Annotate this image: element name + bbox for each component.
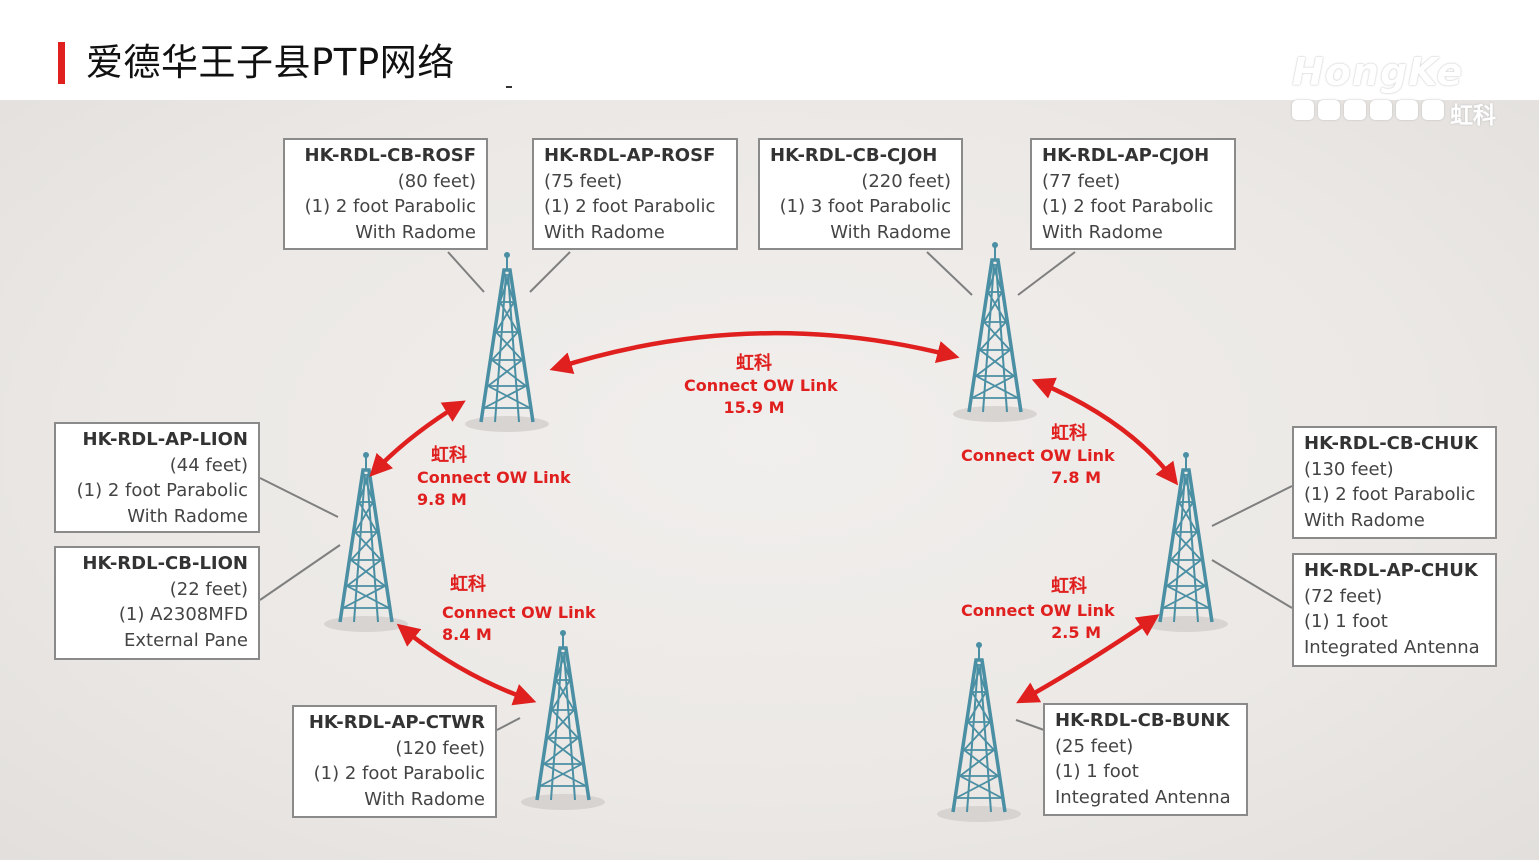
page-title: 爱德华王子县PTP网络 xyxy=(86,41,455,84)
device-name: HK-RDL-AP-LION xyxy=(82,429,248,450)
link-arrows xyxy=(369,330,1179,706)
tower-bunk xyxy=(935,640,1023,824)
device-box-cb-chuk: HK-RDL-CB-CHUK (130 feet) (1) 2 foot Par… xyxy=(1292,426,1497,539)
device-height: (77 feet) xyxy=(1042,170,1121,192)
arrow-top xyxy=(549,330,960,374)
link-distance: 7.8 M xyxy=(1051,468,1101,487)
device-name: HK-RDL-AP-CTWR xyxy=(308,712,485,733)
device-antenna: (1) 1 foot xyxy=(1304,611,1388,632)
device-extra: External Pane xyxy=(124,629,248,651)
device-antenna: (1) 2 foot Parabolic xyxy=(313,763,485,784)
device-height: (130 feet) xyxy=(1304,458,1394,480)
link-label-left-lower: 虹科 Connect OW Link 8.4 M xyxy=(442,574,596,646)
link-text: Connect OW Link xyxy=(442,603,596,622)
device-name: HK-RDL-CB-CHUK xyxy=(1304,433,1478,454)
logo-wordmark: HongKe xyxy=(1292,50,1464,94)
device-height: (44 feet) xyxy=(169,454,248,476)
connector-lines xyxy=(259,251,1293,731)
device-height: (220 feet) xyxy=(861,170,951,192)
device-box-ap-chuk: HK-RDL-AP-CHUK (72 feet) (1) 1 foot Inte… xyxy=(1292,553,1497,667)
device-height: (25 feet) xyxy=(1055,735,1134,757)
link-brand: 虹科 xyxy=(450,574,486,595)
device-antenna: (1) 1 foot xyxy=(1055,761,1139,782)
link-text: Connect OW Link xyxy=(961,601,1115,620)
link-text: Connect OW Link xyxy=(684,376,838,395)
link-distance: 15.9 M xyxy=(723,398,785,417)
device-box-ap-ctwr: HK-RDL-AP-CTWR (120 feet) (1) 2 foot Par… xyxy=(292,705,497,818)
device-box-cb-lion: HK-RDL-CB-LION (22 feet) (1) A2308MFD Ex… xyxy=(54,546,260,660)
device-box-cb-cjoh: HK-RDL-CB-CJOH (220 feet) (1) 3 foot Par… xyxy=(758,138,963,250)
link-brand: 虹科 xyxy=(431,445,467,466)
device-antenna: (1) 2 foot Parabolic xyxy=(1042,196,1214,217)
tower-lion xyxy=(322,450,410,634)
hongke-logo: HongKe 虹科 xyxy=(1290,50,1505,129)
device-name: HK-RDL-AP-CJOH xyxy=(1042,145,1210,166)
device-antenna: (1) 2 foot Parabolic xyxy=(544,196,716,217)
device-box-cb-rosf: HK-RDL-CB-ROSF (80 feet) (1) 2 foot Para… xyxy=(283,138,488,250)
device-name: HK-RDL-CB-LION xyxy=(82,553,248,574)
device-antenna: (1) 2 foot Parabolic xyxy=(304,196,476,217)
link-text: Connect OW Link xyxy=(417,468,571,487)
device-height: (120 feet) xyxy=(395,737,485,759)
link-brand: 虹科 xyxy=(1051,576,1087,597)
device-name: HK-RDL-CB-CJOH xyxy=(770,145,938,166)
device-extra: With Radome xyxy=(127,505,248,527)
tower-chuk xyxy=(1142,450,1230,634)
link-distance: 2.5 M xyxy=(1051,623,1101,642)
device-box-ap-rosf: HK-RDL-AP-ROSF (75 feet) (1) 2 foot Para… xyxy=(532,138,738,250)
link-label-right-upper: 虹科 Connect OW Link 7.8 M xyxy=(961,423,1115,489)
link-brand: 虹科 xyxy=(1051,423,1087,444)
device-extra: With Radome xyxy=(364,788,485,810)
link-text: Connect OW Link xyxy=(961,446,1115,465)
link-label-left-upper: 虹科 Connect OW Link 9.8 M xyxy=(417,445,571,511)
logo-cn: 虹科 xyxy=(1450,103,1496,129)
device-antenna: (1) 2 foot Parabolic xyxy=(1304,484,1476,505)
tower-cjoh xyxy=(951,240,1039,424)
tower-ctwr xyxy=(519,628,607,812)
device-name: HK-RDL-CB-BUNK xyxy=(1055,710,1230,731)
device-extra: With Radome xyxy=(830,221,951,243)
device-name: HK-RDL-CB-ROSF xyxy=(304,145,476,166)
device-antenna: (1) 2 foot Parabolic xyxy=(76,480,248,501)
device-name: HK-RDL-AP-ROSF xyxy=(544,145,716,166)
arrow-right-lower xyxy=(1016,614,1160,704)
device-height: (22 feet) xyxy=(169,578,248,600)
arrow-left-lower xyxy=(396,623,537,706)
link-label-right-lower: 虹科 Connect OW Link 2.5 M xyxy=(961,576,1115,644)
device-height: (80 feet) xyxy=(397,170,476,192)
tower-rosf xyxy=(463,250,551,434)
link-distance: 8.4 M xyxy=(442,625,492,644)
device-name: HK-RDL-AP-CHUK xyxy=(1304,560,1478,581)
device-height: (72 feet) xyxy=(1304,585,1383,607)
arrow-right-upper xyxy=(1031,377,1179,486)
device-box-ap-cjoh: HK-RDL-AP-CJOH (77 feet) (1) 2 foot Para… xyxy=(1030,138,1236,250)
title-accent-bar xyxy=(58,42,65,84)
device-box-ap-lion: HK-RDL-AP-LION (44 feet) (1) 2 foot Para… xyxy=(54,422,260,533)
device-extra: Integrated Antenna xyxy=(1055,786,1231,808)
decorative-dash xyxy=(506,86,512,88)
device-antenna: (1) A2308MFD xyxy=(118,604,248,625)
device-extra: With Radome xyxy=(544,221,665,243)
device-height: (75 feet) xyxy=(544,170,623,192)
link-label-top: 虹科 Connect OW Link 15.9 M xyxy=(684,353,838,419)
link-distance: 9.8 M xyxy=(417,490,467,509)
device-extra: With Radome xyxy=(1304,509,1425,531)
device-extra: Integrated Antenna xyxy=(1304,636,1480,658)
device-extra: With Radome xyxy=(1042,221,1163,243)
logo-blocks xyxy=(1292,100,1444,120)
device-box-cb-bunk: HK-RDL-CB-BUNK (25 feet) (1) 1 foot Inte… xyxy=(1043,703,1248,816)
device-antenna: (1) 3 foot Parabolic xyxy=(779,196,951,217)
arrow-left-upper xyxy=(369,400,466,477)
link-brand: 虹科 xyxy=(736,353,772,374)
device-extra: With Radome xyxy=(355,221,476,243)
